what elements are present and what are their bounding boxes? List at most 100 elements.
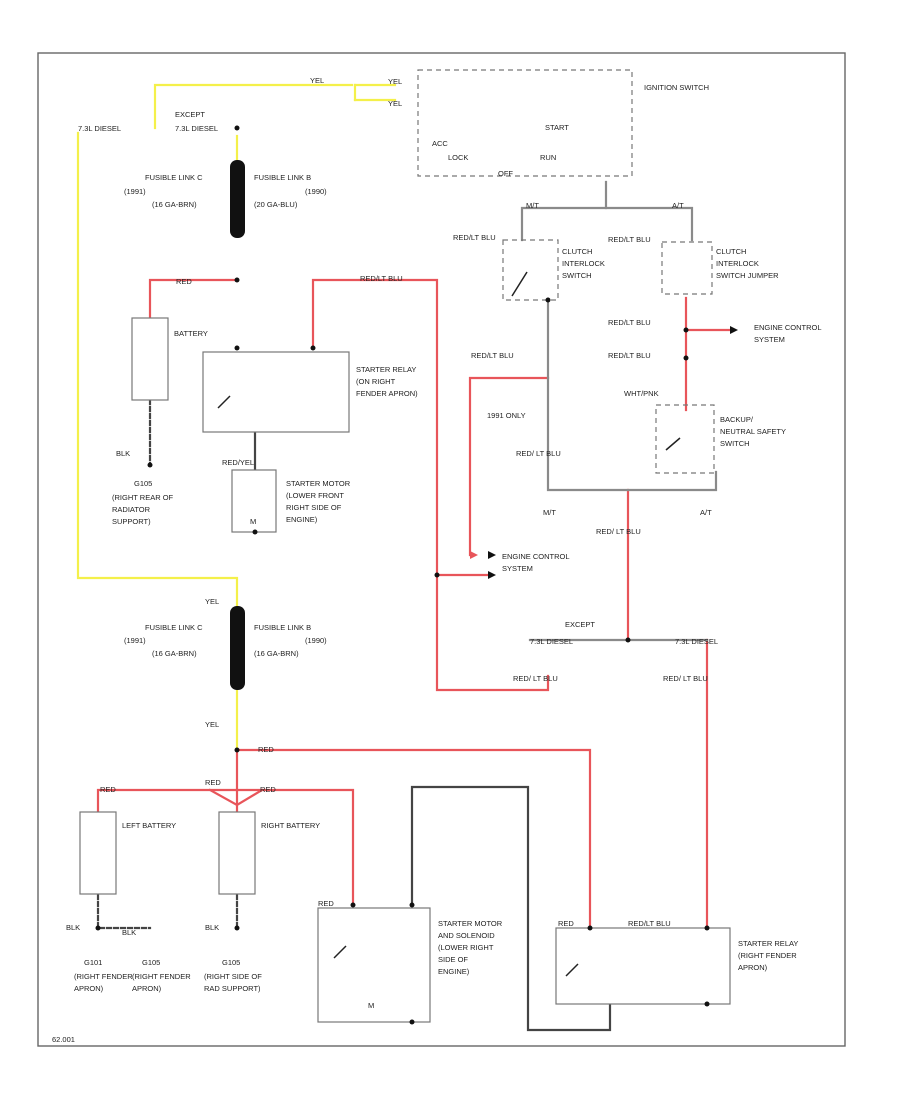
clutch-interlock-switch <box>502 239 559 301</box>
wire-label: RED/ LT BLU <box>513 674 558 683</box>
wire-label: WHT/PNK <box>624 389 659 398</box>
diagram-frame <box>37 52 846 1047</box>
m-label-2: M <box>368 1001 374 1010</box>
right-battery <box>218 811 256 895</box>
wire-label: YEL <box>388 77 402 86</box>
wire-label: BLK <box>66 923 80 932</box>
wire-label: YEL <box>205 597 219 606</box>
connection-dots <box>95 125 710 1025</box>
red-wire-1991 <box>468 376 550 557</box>
arrow-ecs2a <box>488 551 496 559</box>
starter-motor-top <box>231 469 277 533</box>
left-battery-label: LEFT BATTERY <box>122 821 176 830</box>
arrow-1991 <box>470 551 478 559</box>
fusible-b2-year: (1990) <box>305 636 327 645</box>
yellow-wires <box>76 83 397 752</box>
wire-label: RED/LT BLU <box>628 919 671 928</box>
wire-label: RED/YEL <box>222 458 254 467</box>
diesel-mid-right-label: 7.3L DIESEL <box>675 637 718 646</box>
diesel-left-label: 7.3L DIESEL <box>78 124 121 133</box>
off-label: OFF <box>498 169 513 178</box>
gray-wire-ign-left <box>520 180 608 242</box>
red-wire-relay-trigger <box>311 278 550 692</box>
wire-label: BLK <box>116 449 130 458</box>
fusible-link-bottom <box>230 606 245 690</box>
yellow-wire-left <box>76 131 239 608</box>
wire-label: BLK <box>122 928 136 937</box>
yellow-wire-top <box>153 83 354 130</box>
g105b-label: G105 <box>142 958 160 967</box>
fusible-c-ga: (16 GA-BRN) <box>152 200 197 209</box>
g101-label: G101 <box>84 958 102 967</box>
wire-label: RED <box>176 277 192 286</box>
wire-label: RED <box>258 745 274 754</box>
wire-label: RED <box>205 778 221 787</box>
wire-label: A/T <box>672 201 684 210</box>
wire-label: RED <box>100 785 116 794</box>
wire-label: RED/ LT BLU <box>516 449 561 458</box>
wire-label: RED/LT BLU <box>453 233 496 242</box>
wire-label: M/T <box>526 201 539 210</box>
fusible-c-year: (1991) <box>124 187 146 196</box>
right-battery-label: RIGHT BATTERY <box>261 821 320 830</box>
lock-label: LOCK <box>448 153 468 162</box>
black-wire-solenoid <box>410 785 612 1032</box>
g105c-label: G105 <box>222 958 240 967</box>
clutch-interlock-jumper <box>661 241 713 295</box>
wire-label: RED/LT BLU <box>608 235 651 244</box>
fusible-c2-ga: (16 GA-BRN) <box>152 649 197 658</box>
red-wire-left-batt <box>96 788 239 814</box>
diesel-mid-left-label: 7.3L DIESEL <box>530 637 573 646</box>
wire-label: RED <box>558 919 574 928</box>
diesel-top-right-label: 7.3L DIESEL <box>175 124 218 133</box>
wire-label: YEL <box>205 720 219 729</box>
fusible-b-ga: (20 GA-BLU) <box>254 200 298 209</box>
wire-label: BLK <box>205 923 219 932</box>
fusible-link-top <box>230 160 245 238</box>
starter-relay-bottom <box>555 927 731 1005</box>
except-top-label: EXCEPT <box>175 110 205 119</box>
ignition-switch-box <box>417 69 633 177</box>
start-label: START <box>545 123 569 132</box>
ignition-switch-label: IGNITION SWITCH <box>644 83 709 92</box>
wire-label: RED/ LT BLU <box>663 674 708 683</box>
arrow-ecs1 <box>730 326 738 334</box>
dark-wires <box>96 180 718 1032</box>
gray-wire-clutch <box>546 298 718 492</box>
red-wire-split <box>208 788 264 807</box>
except-mid-label: EXCEPT <box>565 620 595 629</box>
wire-label: YEL <box>310 76 324 85</box>
starter-relay-top <box>202 351 350 433</box>
wire-labels: YEL YEL YEL YEL YEL RED RED RED RED RED … <box>66 76 712 937</box>
battery-top <box>131 317 169 401</box>
red-wires <box>96 278 732 930</box>
fusible-b2-ga: (16 GA-BRN) <box>254 649 299 658</box>
red-wire-main <box>235 748 592 930</box>
wire-label: RED/LT BLU <box>360 274 403 283</box>
acc-label: ACC <box>432 139 448 148</box>
wire-label: RED/LT BLU <box>608 318 651 327</box>
fusible-b2-label: FUSIBLE LINK B <box>254 623 311 632</box>
footer-code: 62.001 <box>52 1035 75 1044</box>
fusible-b-label: FUSIBLE LINK B <box>254 173 311 182</box>
starter-motor-solenoid <box>317 907 431 1023</box>
run-label: RUN <box>540 153 556 162</box>
g105-label: G105 <box>134 479 152 488</box>
fusible-b-year: (1990) <box>305 187 327 196</box>
backup-neutral-switch <box>655 404 715 474</box>
only-1991-label: 1991 ONLY <box>487 411 526 420</box>
fusible-c2-year: (1991) <box>124 636 146 645</box>
gray-wire-ign-right <box>604 206 694 242</box>
